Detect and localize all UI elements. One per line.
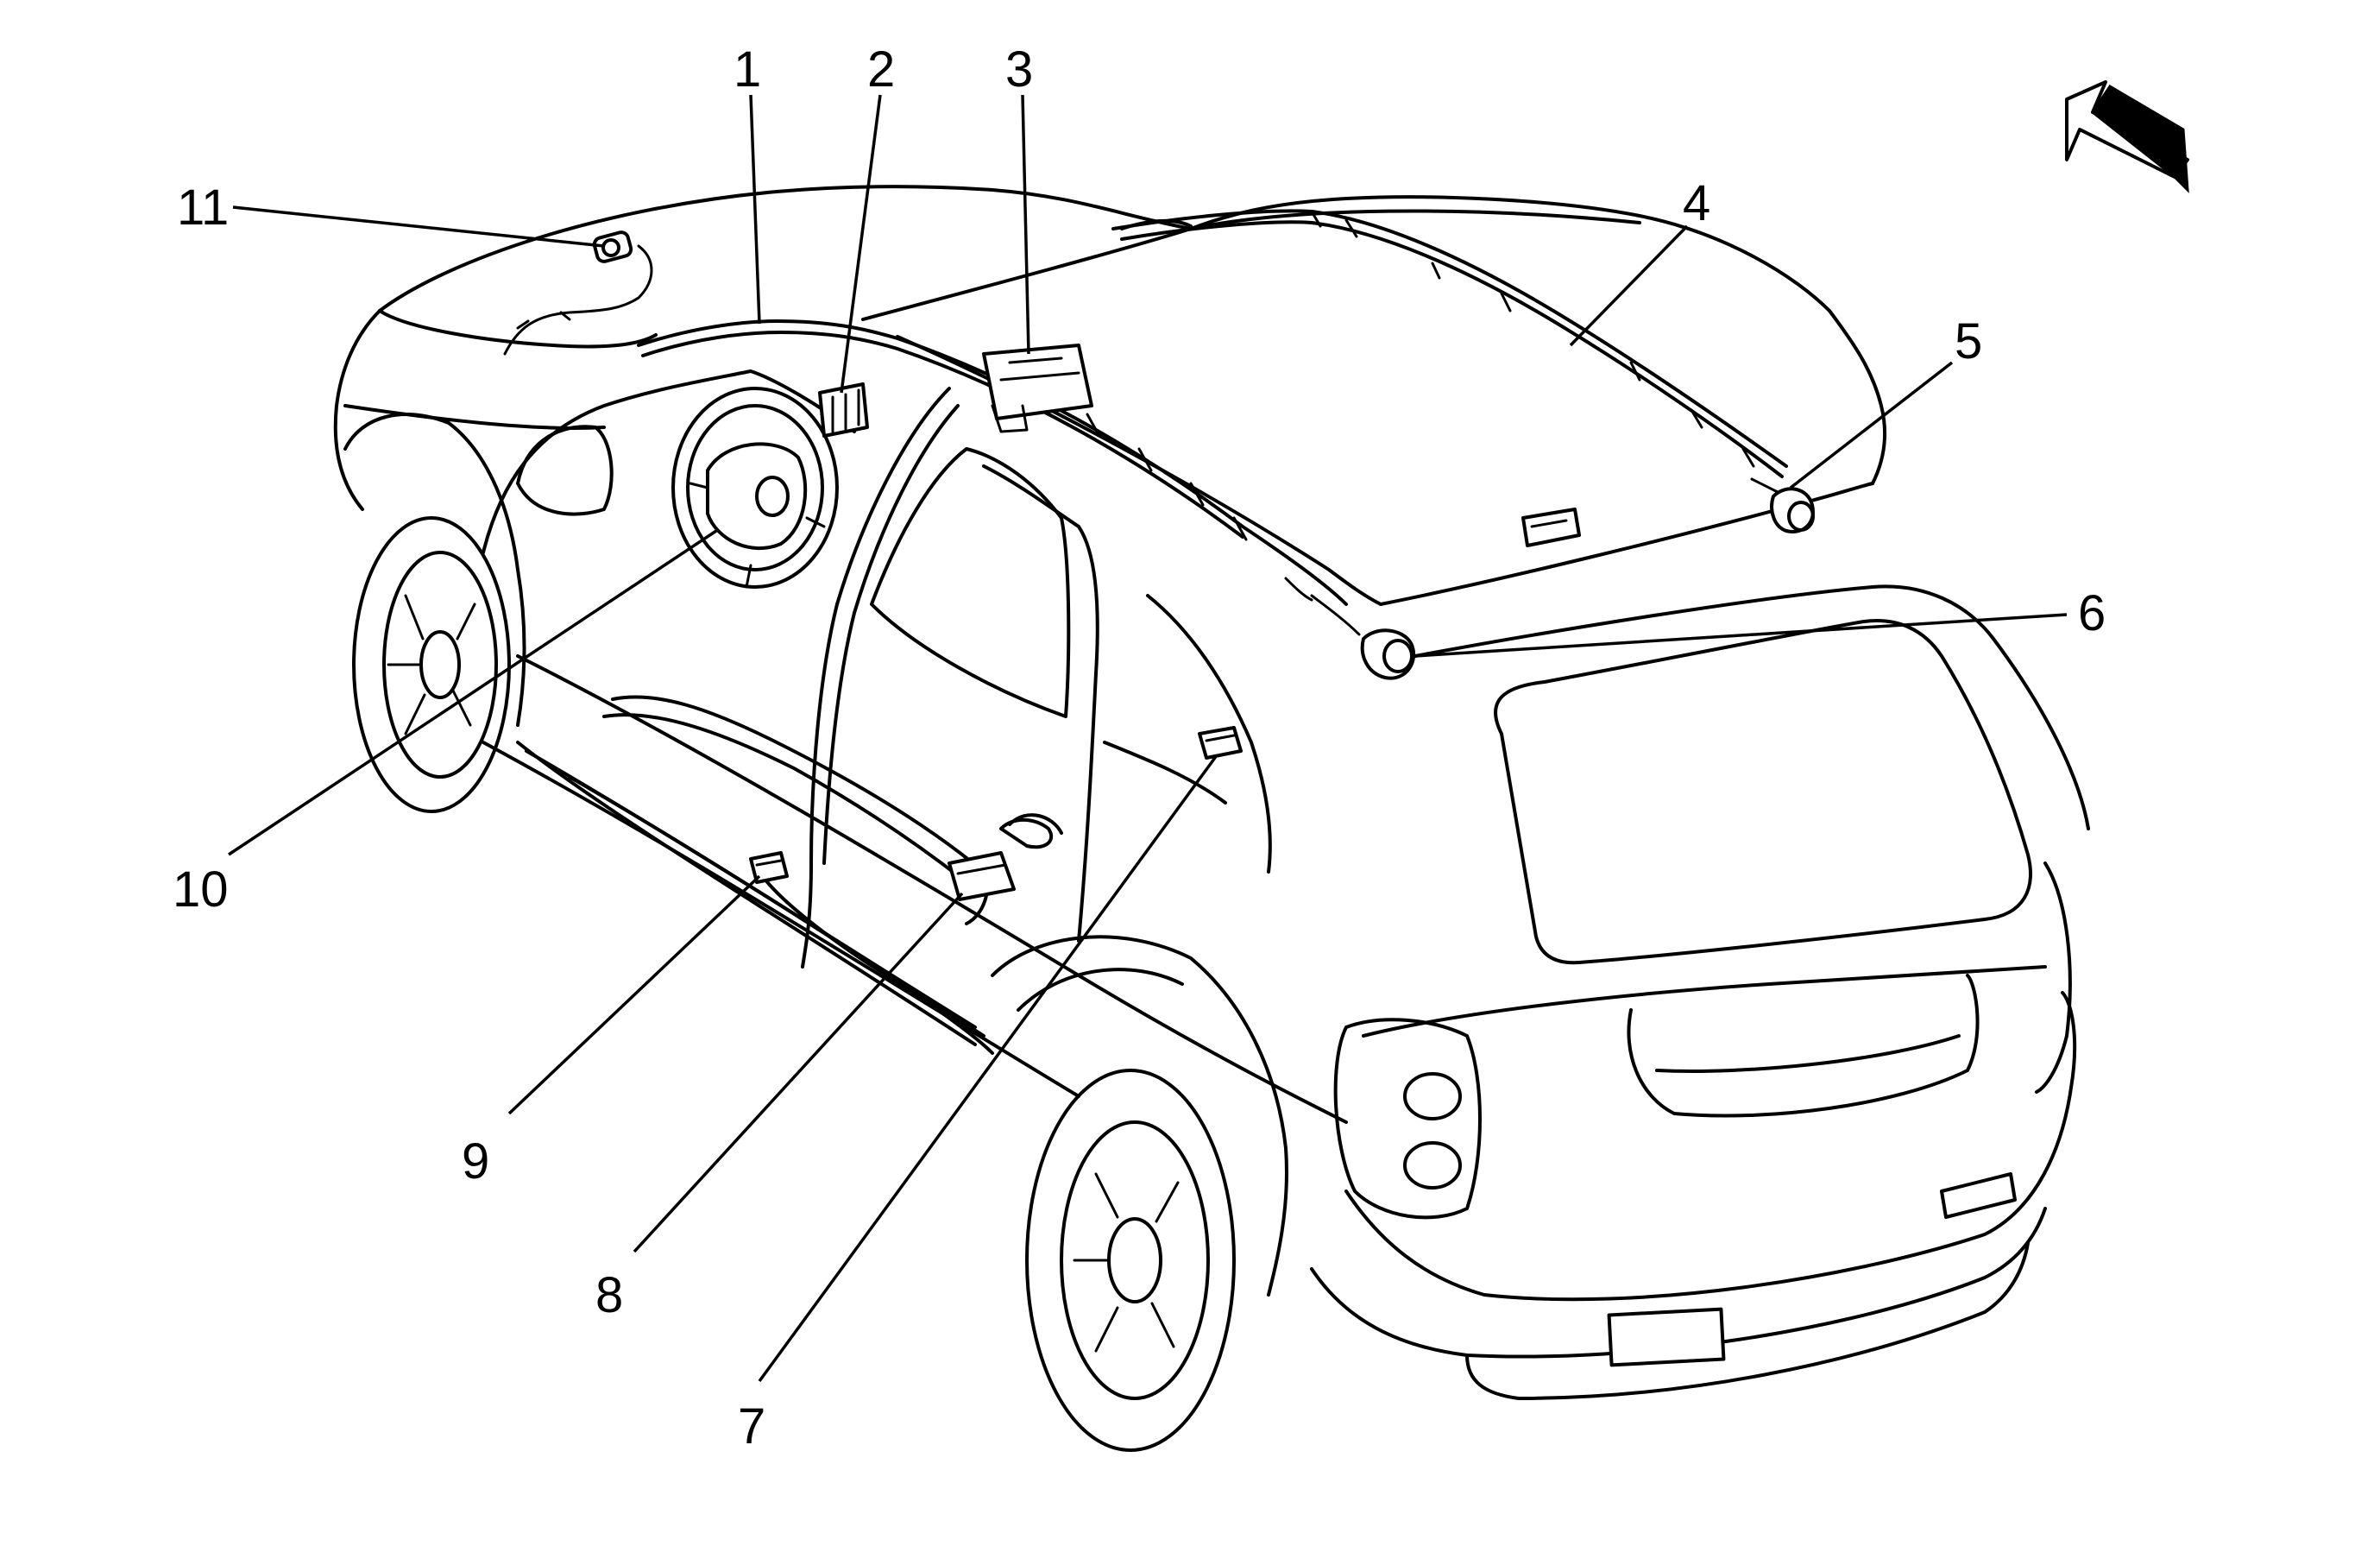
rear-license-plate-area	[1607, 1307, 1726, 1367]
leader-line-1	[749, 94, 761, 325]
vehicle-body	[333, 185, 2090, 1452]
tail-lamp	[1333, 1018, 1482, 1220]
callout-1: 1	[734, 41, 761, 98]
callout-10: 10	[173, 861, 229, 918]
leader-line-3	[1021, 94, 1030, 355]
a-pillar	[801, 387, 951, 969]
roof-rail-airbag-harness-right	[1111, 209, 1788, 478]
callout-labels: 1 2 3 4 5 6 7 8 9 10 11	[173, 41, 2106, 1455]
leader-line-6	[1414, 613, 2068, 658]
callout-9: 9	[462, 1133, 489, 1190]
left-roof-rail-module-end	[1284, 577, 1416, 680]
front-wheel-arch	[343, 413, 526, 727]
leader-line-9	[507, 874, 761, 1115]
right-roof-rail-module-end	[1750, 477, 1815, 533]
passenger-presence-sensor-harness	[503, 230, 653, 356]
leader-line-7	[758, 754, 1218, 1383]
front-direction-arrow-icon	[2065, 80, 2189, 193]
roof-mounted-sensor	[1521, 508, 1581, 547]
callout-3: 3	[1005, 41, 1033, 98]
leader-line-2	[840, 94, 882, 394]
rear-window	[1494, 619, 2032, 965]
callout-7: 7	[738, 1398, 765, 1455]
roof-outline	[861, 195, 1831, 321]
front-wheel	[352, 516, 511, 813]
leader-line-11	[232, 205, 605, 248]
callout-11: 11	[177, 180, 229, 236]
leader-lines	[228, 94, 2068, 1383]
side-mirror	[516, 425, 614, 516]
callout-5: 5	[1955, 313, 1982, 369]
side-impact-sensor-rear	[1198, 726, 1243, 760]
rear-wheel-arch	[991, 935, 1288, 1297]
leader-line-8	[633, 892, 964, 1253]
callout-6: 6	[2078, 585, 2106, 641]
callout-4: 4	[1683, 175, 1710, 231]
steering-wheel-inflatable-restraint-module	[671, 387, 839, 589]
rear-wheel	[1025, 1069, 1236, 1452]
side-impact-sensor-front	[749, 851, 789, 884]
leader-line-5	[1789, 361, 1954, 489]
sensing-diagnostic-module	[982, 344, 1093, 433]
seat-sensor-module	[948, 851, 1016, 901]
callout-2: 2	[867, 41, 895, 98]
hood-outline	[378, 185, 1193, 312]
inflatable-restraint-ip-module	[818, 382, 869, 438]
callout-8: 8	[595, 1267, 623, 1323]
leader-line-10	[228, 529, 717, 856]
rear-bumper	[1344, 991, 2077, 1302]
leader-line-4	[1569, 224, 1689, 347]
